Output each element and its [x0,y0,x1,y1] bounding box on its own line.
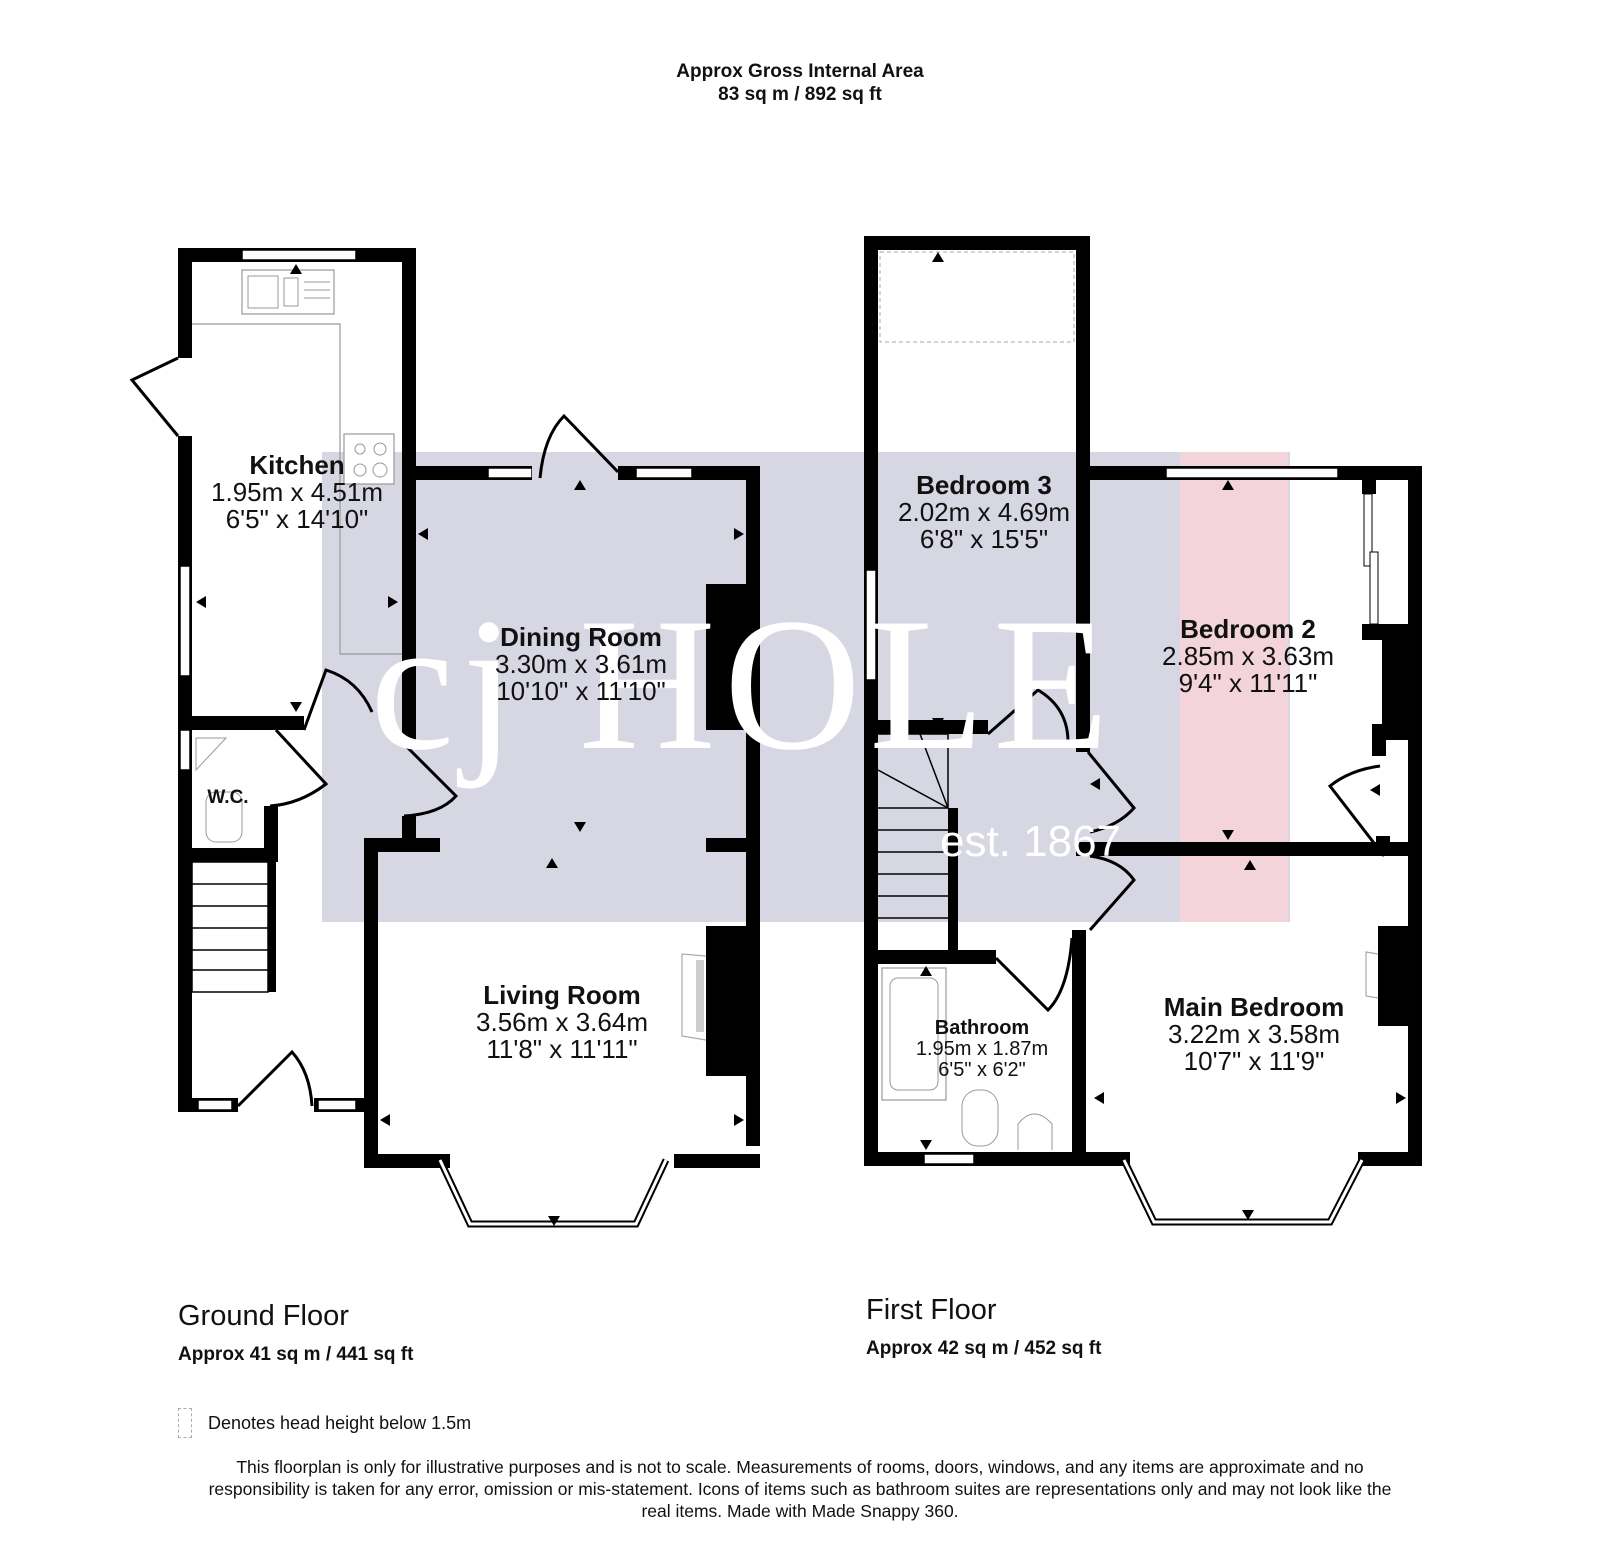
gross-area-header: Approx Gross Internal Area 83 sq m / 892… [0,60,1600,106]
room-metric: 3.22m x 3.58m [1168,1019,1340,1049]
room-name: W.C. [207,787,249,808]
wall [364,1154,450,1168]
room-metric: 3.56m x 3.64m [476,1007,648,1037]
room-imperial: 11'8" x 11'11" [486,1034,638,1064]
room-dining-room: Dining Room 3.30m x 3.61m 10'10" x 11'10… [495,624,667,704]
ground-floor-area: Approx 41 sq m / 441 sq ft [178,1344,414,1365]
wall [1362,480,1376,494]
wall [1076,236,1090,736]
wall [864,236,1090,250]
wall [1076,736,1090,752]
room-metric: 3.30m x 3.61m [495,649,667,679]
dashed-rectangle-icon [178,1408,192,1438]
chimney-breast [1382,640,1408,740]
room-name: Bedroom 3 [916,470,1052,500]
wall [178,716,304,730]
room-name: Living Room [483,980,641,1010]
dimension-arrows [196,252,1406,1226]
chimney-breast [706,584,746,730]
wall [1362,624,1408,640]
room-bathroom: Bathroom 1.95m x 1.87m 6'5" x 6'2" [916,1018,1048,1080]
gross-area-title: Approx Gross Internal Area [676,61,924,82]
room-imperial: 6'5" x 14'10" [225,504,369,534]
wall [264,806,278,862]
wall [864,236,878,1166]
room-metric: 1.95m x 1.87m [915,1038,1049,1060]
wall [178,848,278,862]
room-name: Bathroom [934,1017,1030,1039]
wall [674,1154,760,1168]
first-floor-area: Approx 42 sq m / 452 sq ft [866,1338,1102,1359]
wall [746,466,760,1146]
wall [364,838,440,852]
room-bedroom-2: Bedroom 2 2.85m x 3.63m 9'4" x 11'11" [1162,616,1334,696]
room-imperial: 10'7" x 11'9" [1183,1046,1325,1076]
wall [878,950,996,964]
ground-floor-plan [129,248,760,1228]
room-wc: W.C. [207,788,248,807]
wall [402,248,416,742]
room-main-bedroom: Main Bedroom 3.22m x 3.58m 10'7" x 11'9" [1164,994,1345,1074]
wall [1072,930,1086,1166]
room-name: Main Bedroom [1163,992,1345,1022]
window [241,249,357,261]
chimney-breast [1378,926,1408,1026]
first-floor-title: First Floor [866,1294,997,1326]
wall [1076,842,1422,856]
wall [706,838,760,852]
room-imperial: 6'8" x 15'5" [919,524,1049,554]
low-head-height-zone [879,251,1075,343]
room-metric: 1.95m x 4.51m [211,477,383,507]
gross-area-value: 83 sq m / 892 sq ft [718,84,882,105]
wall [178,248,192,358]
room-name: Kitchen [249,450,345,480]
wall [364,838,378,1168]
room-imperial: 9'4" x 11'11" [1178,668,1318,698]
room-bedroom-3: Bedroom 3 2.02m x 4.69m 6'8" x 15'5" [898,472,1070,552]
wall [864,1152,1086,1166]
wall [948,808,958,958]
first-floor-plan [864,236,1422,1226]
wall [1408,466,1422,1166]
wall [1076,1152,1130,1166]
wall [268,862,276,992]
wall [1358,1152,1422,1166]
wall [178,730,192,1112]
room-imperial: 6'5" x 6'2" [938,1059,1026,1081]
disclaimer: This floorplan is only for illustrative … [208,1457,1392,1521]
room-metric: 2.85m x 3.63m [1162,641,1334,671]
room-name: Dining Room [500,622,662,652]
legend: Denotes head height below 1.5m [178,1408,471,1438]
room-kitchen: Kitchen 1.95m x 4.51m 6'5" x 14'10" [211,452,383,532]
wall [1372,724,1386,756]
room-imperial: 10'10" x 11'10" [496,676,666,706]
room-metric: 2.02m x 4.69m [898,497,1070,527]
room-living-room: Living Room 3.56m x 3.64m 11'8" x 11'11" [476,982,648,1062]
chimney-breast [706,926,746,1076]
legend-text: Denotes head height below 1.5m [208,1412,472,1433]
window [179,565,191,677]
room-name: Bedroom 2 [1180,614,1316,644]
ground-floor-title: Ground Floor [178,1300,349,1332]
wall [878,720,988,734]
